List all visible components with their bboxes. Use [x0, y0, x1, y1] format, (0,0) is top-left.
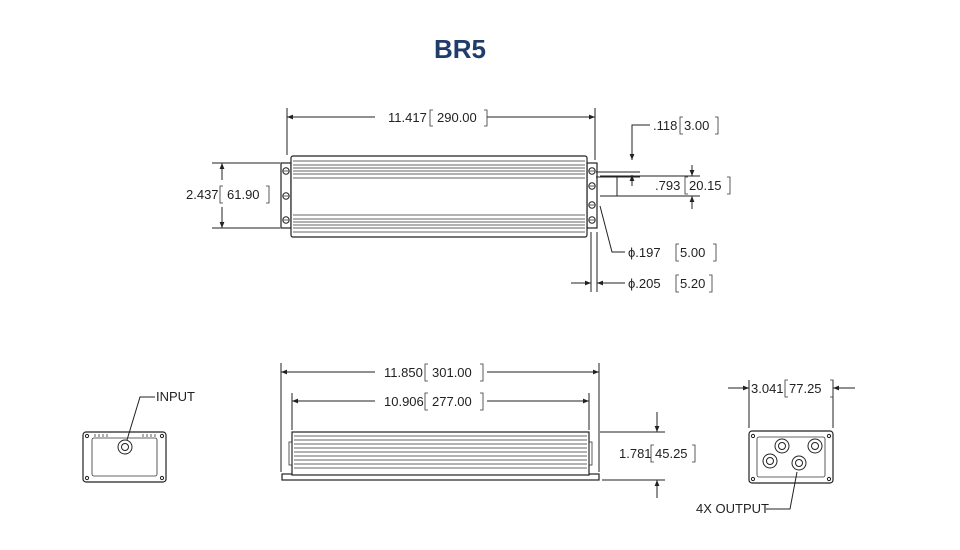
side-height-mm: 45.25: [655, 446, 688, 461]
right-width-mm: 77.25: [789, 381, 822, 396]
side-view: 11.850 301.00 10.906 277.00 1.781 45.25: [280, 363, 696, 498]
input-label: INPUT: [156, 389, 195, 404]
side-body-in: 10.906: [384, 394, 424, 409]
right-width-in: 3.041: [751, 381, 784, 396]
right-end-view: 3.041 77.25 4X OUTPUT: [696, 379, 855, 516]
output-connectors: [762, 438, 823, 471]
side-view-fins: [294, 435, 587, 469]
top-view-fins: [293, 160, 585, 233]
top-flange-in: .118: [653, 118, 677, 133]
left-end-view: INPUT: [82, 389, 195, 483]
top-slot-dia-mm: 5.20: [680, 276, 705, 291]
top-hole-dia-in: ϕ.197: [628, 245, 661, 260]
input-connector: [117, 439, 133, 455]
top-height-in: 2.437: [186, 187, 219, 202]
top-view: 11.417 290.00 2.437 61.90 .118 3.00 .793…: [186, 108, 731, 293]
page-title: BR5: [434, 34, 486, 64]
top-flange-mm: 3.00: [684, 118, 709, 133]
left-end-vents: [94, 434, 156, 437]
top-view-right-flange: [586, 162, 598, 229]
side-overall-in: 11.850: [384, 365, 423, 380]
left-end-body: [82, 431, 167, 483]
top-hole-dia-mm: 5.00: [680, 245, 705, 260]
side-overall-mm: 301.00: [432, 365, 472, 380]
side-body-mm: 277.00: [432, 394, 472, 409]
top-spacing-in: .793: [655, 178, 680, 193]
right-end-body: [748, 430, 834, 484]
side-view-body: [291, 431, 590, 476]
output-label: 4X OUTPUT: [696, 501, 769, 516]
top-view-body: [290, 155, 588, 238]
top-length-in: 11.417: [388, 110, 427, 125]
top-spacing-mm: 20.15: [689, 178, 722, 193]
top-view-mounting-holes: [282, 167, 596, 224]
top-height-mm: 61.90: [227, 187, 260, 202]
top-length-mm: 290.00: [437, 110, 477, 125]
top-slot-dia-in: ϕ.205: [628, 276, 661, 291]
side-height-in: 1.781: [619, 446, 652, 461]
